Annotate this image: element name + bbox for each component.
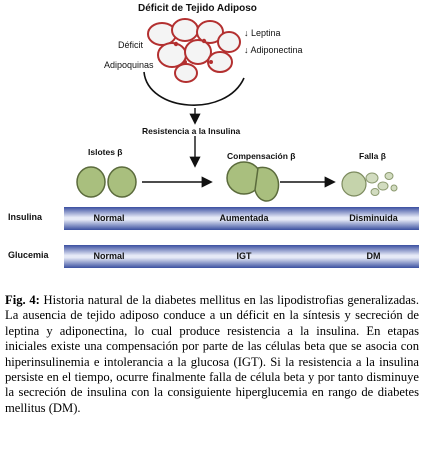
curve-arrow xyxy=(143,71,245,106)
fat-cell xyxy=(174,63,198,83)
fat-cell xyxy=(207,51,233,73)
adipose-tissue-cluster xyxy=(147,18,241,83)
glucemia-bar: Normal IGT DM xyxy=(64,245,419,268)
islet-fragment xyxy=(370,188,380,196)
glucemia-bar-background xyxy=(64,245,419,268)
normal-islets xyxy=(76,166,137,198)
diagram-title: Déficit de Tejido Adiposo xyxy=(138,3,257,14)
insulina-bar: Normal Aumentada Disminuida xyxy=(64,207,419,230)
fat-cell-nucleus xyxy=(209,60,213,64)
glucemia-igt: IGT xyxy=(236,251,252,261)
islet-fragment xyxy=(390,184,398,192)
right-label-leptina: ↓ Leptina xyxy=(244,28,281,38)
stage-label-failure: Falla β xyxy=(359,151,386,161)
fat-cell xyxy=(217,31,241,53)
glucemia-dm: DM xyxy=(366,251,381,261)
islet xyxy=(341,171,367,197)
islet xyxy=(76,166,106,198)
islet xyxy=(107,166,137,198)
fat-cell xyxy=(196,20,224,44)
caption-label: Fig. 4: xyxy=(5,293,40,307)
failing-islets xyxy=(341,171,398,197)
diagram-graphics xyxy=(64,18,419,268)
insulina-aumentada: Aumentada xyxy=(219,213,269,223)
caption-text: Historia natural de la diabetes mellitus… xyxy=(5,293,419,415)
right-label-adiponectina: ↓ Adiponectina xyxy=(244,45,303,55)
insulina-disminuida: Disminuida xyxy=(349,213,398,223)
islet-fragment xyxy=(384,172,394,180)
fat-cell xyxy=(157,42,187,68)
resistance-label: Resistencia a la Insulina xyxy=(142,126,241,136)
diagram: Déficit de Tejido Adiposo Déficit Adipoq… xyxy=(8,3,419,268)
stage-label-compensation: Compensación β xyxy=(227,151,296,161)
left-label-adipoquinas: Adipoquinas xyxy=(104,60,154,70)
islet-fragment xyxy=(377,181,389,191)
glucemia-normal: Normal xyxy=(93,251,125,261)
left-label-deficit: Déficit xyxy=(118,40,144,50)
row-label-glucemia: Glucemia xyxy=(8,250,49,260)
stage-label-islets: Islotes β xyxy=(88,147,123,157)
fat-cell-nucleus xyxy=(183,60,187,64)
fat-cell xyxy=(171,18,199,42)
fat-cell-nucleus xyxy=(173,41,179,47)
islet-hypertrophy xyxy=(254,166,280,202)
fat-cell xyxy=(184,39,212,65)
insulina-bar-background xyxy=(64,207,419,230)
islet-fragment xyxy=(365,172,379,184)
figure-caption: Fig. 4: Historia natural de la diabetes … xyxy=(5,293,419,416)
insulina-normal: Normal xyxy=(93,213,125,223)
row-label-insulina: Insulina xyxy=(8,212,43,222)
fat-cell-nucleus xyxy=(201,38,207,44)
compensated-islets xyxy=(226,161,280,202)
